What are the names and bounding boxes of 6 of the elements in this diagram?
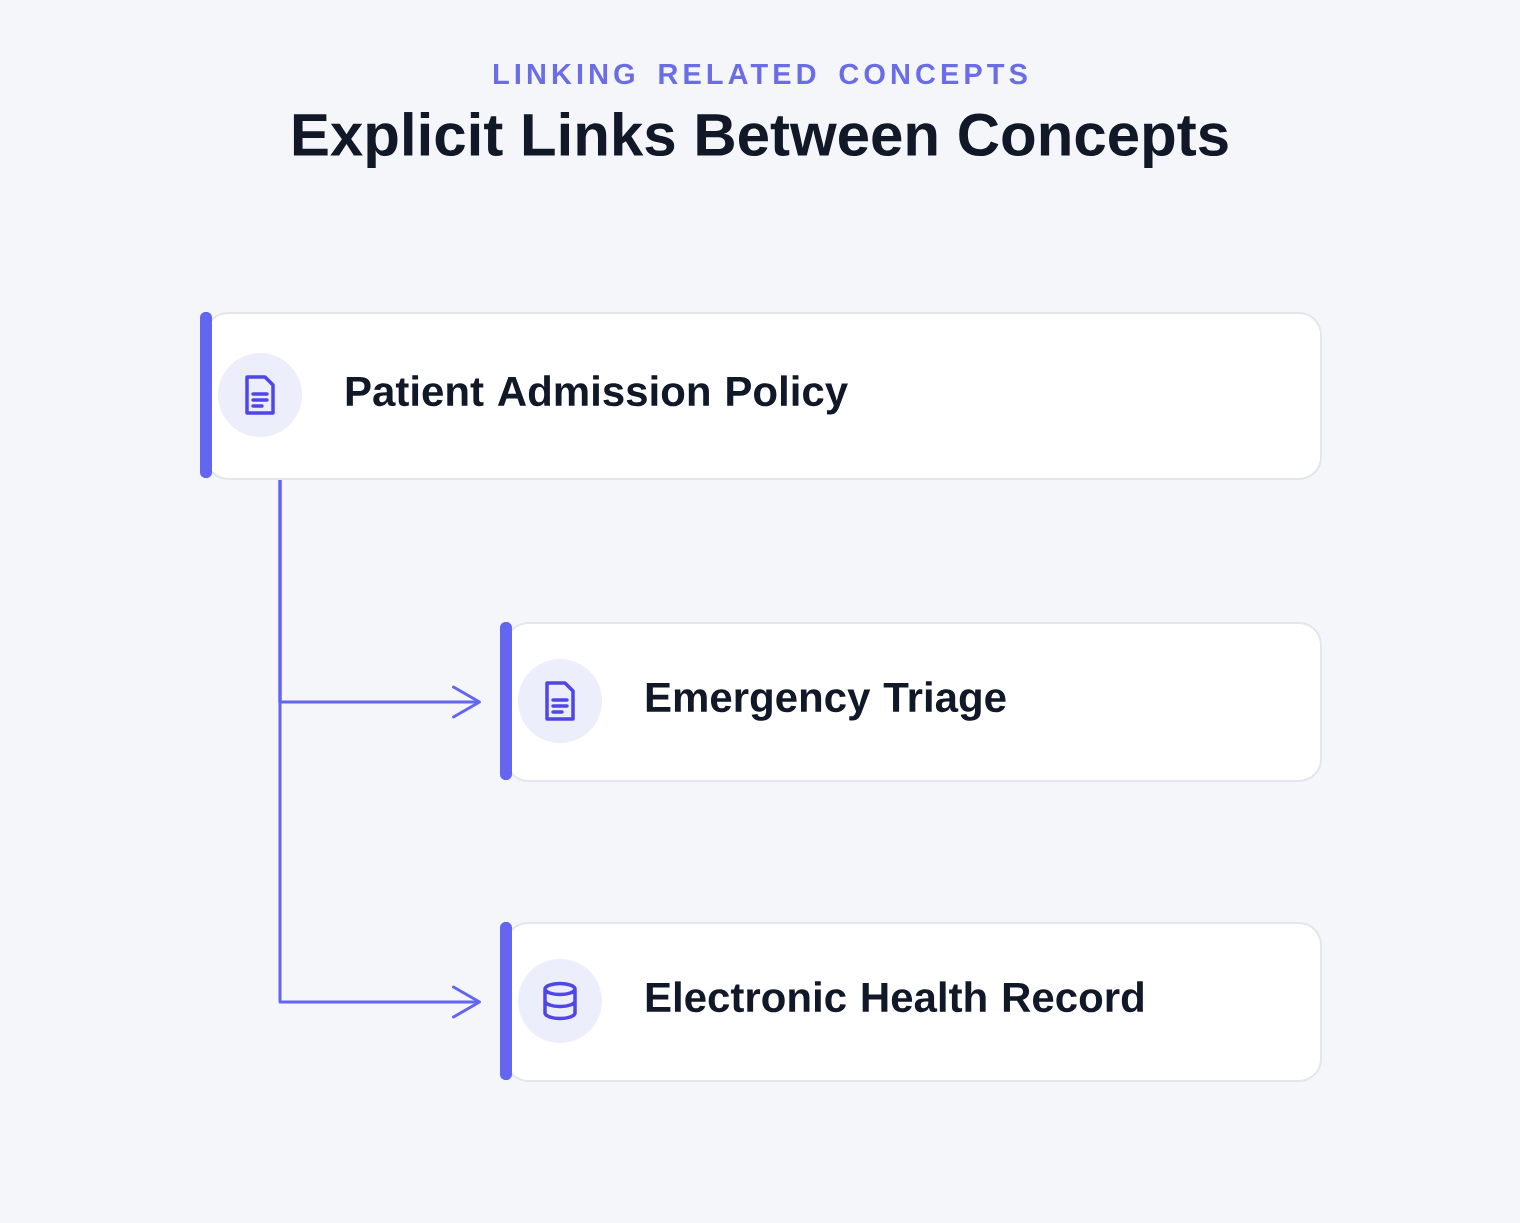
card: Electronic Health Record [505,922,1322,1082]
arrow [278,480,481,1019]
title: Explicit Links Between Concepts [293,112,1228,168]
kicker-text: LINKING RELATED CONCEPTS [494,63,1027,85]
card: Patient Admission Policy [205,312,1322,480]
card: Emergency Triage [505,622,1322,782]
